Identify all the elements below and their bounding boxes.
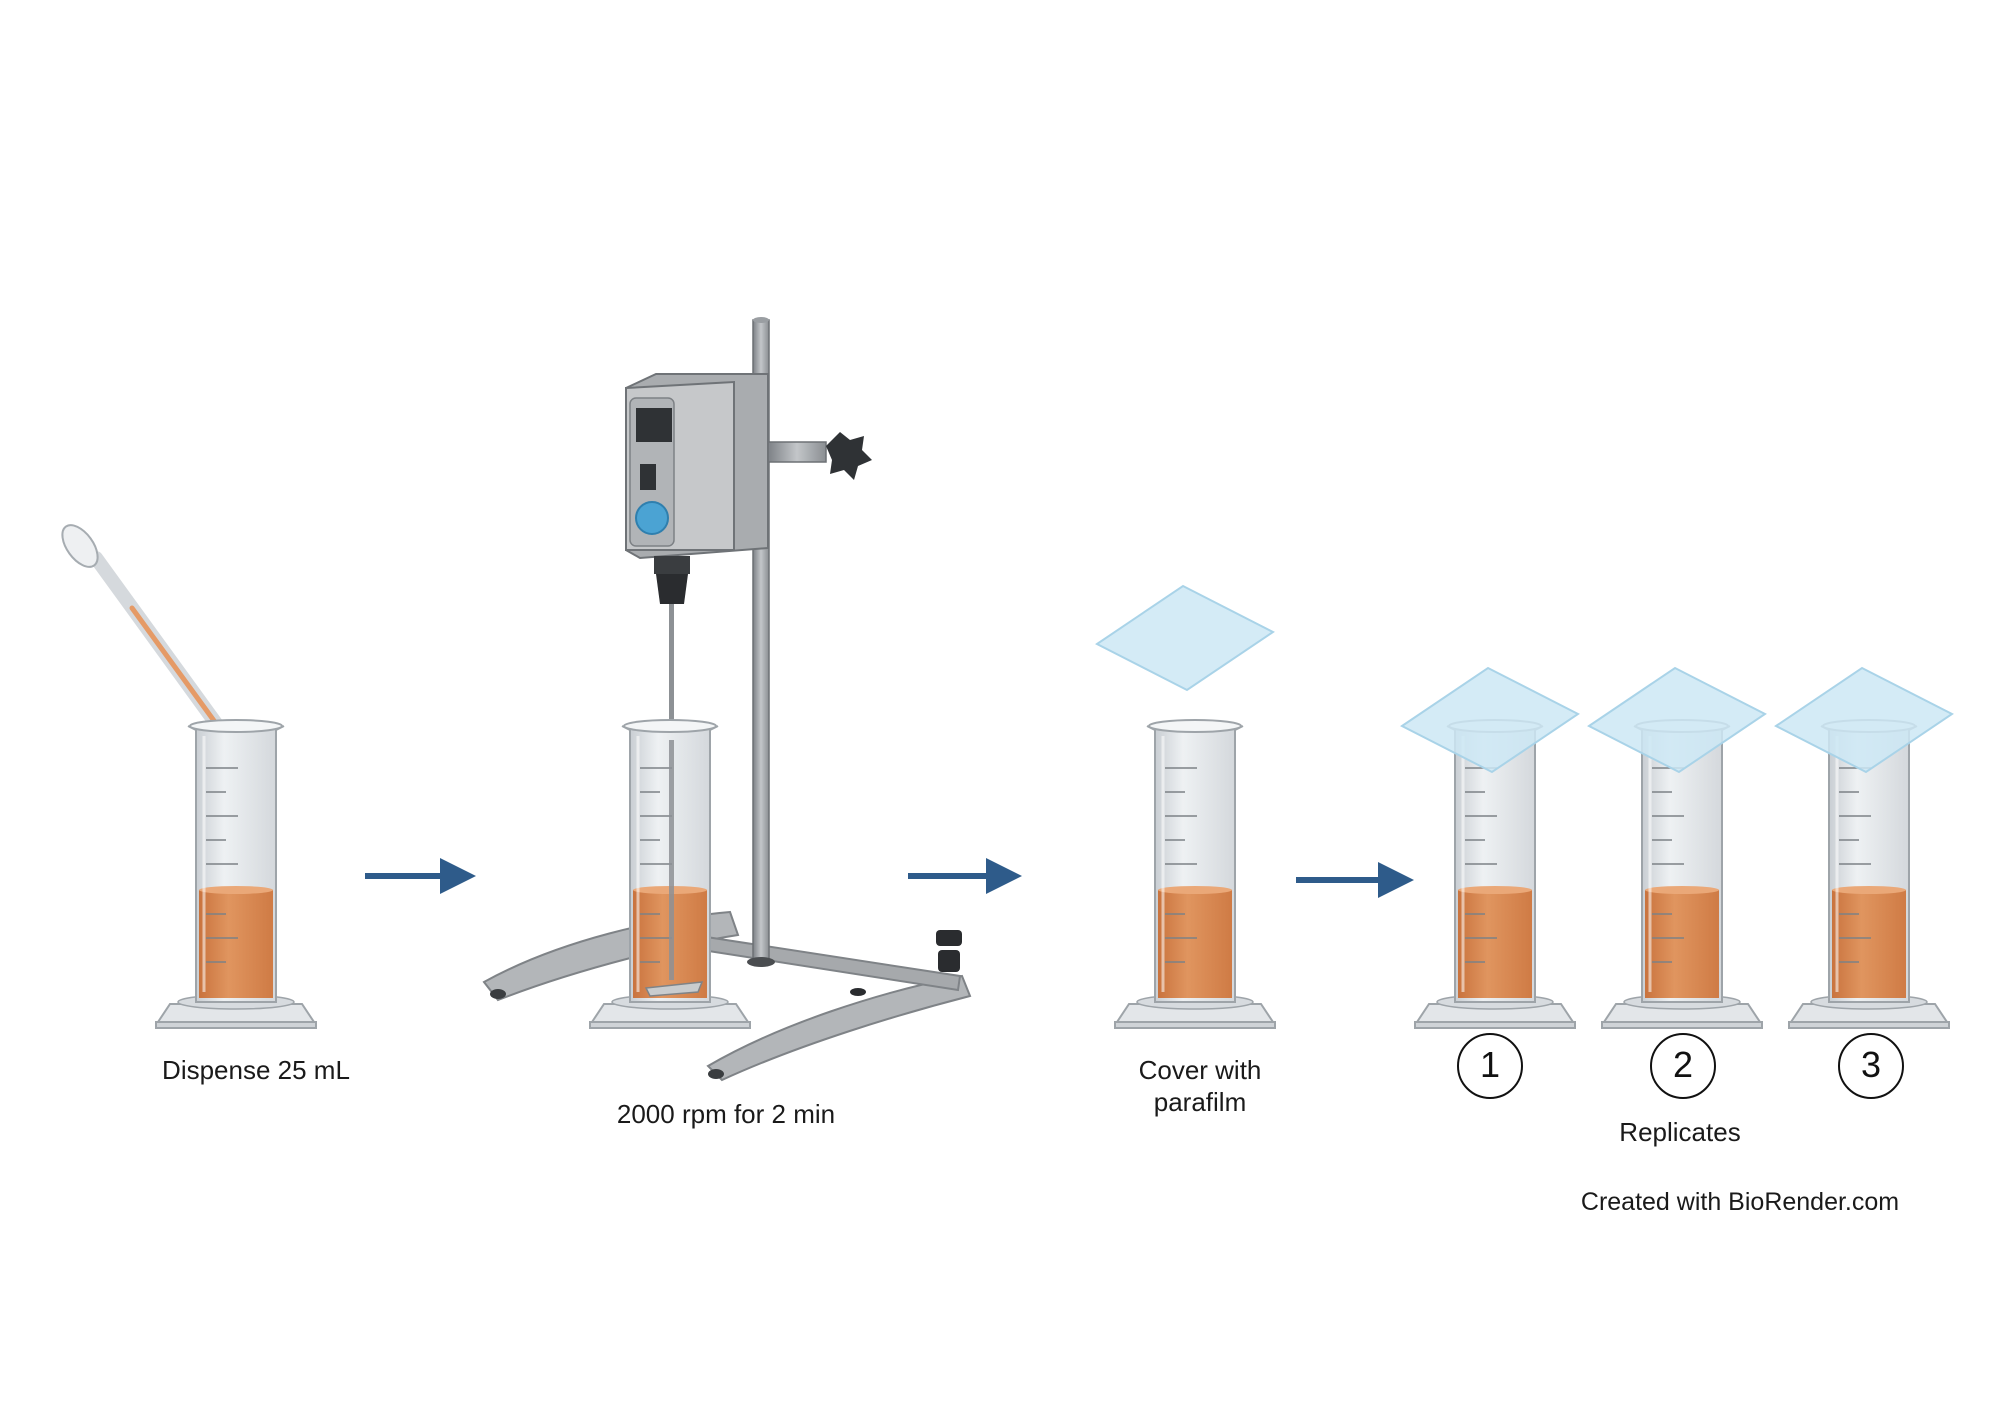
pipette-icon bbox=[61, 524, 235, 747]
step-cover-label-line2: parafilm bbox=[1153, 1087, 1247, 1117]
overhead-stirrer-icon bbox=[482, 317, 972, 1082]
replicate-number-1: 1 bbox=[1457, 1033, 1523, 1099]
parafilm-sheet-icon bbox=[1401, 667, 1579, 773]
credit-text: Created with BioRender.com bbox=[1580, 1188, 1900, 1216]
graduated-cylinder-icon bbox=[154, 718, 318, 1030]
step-dispense-label: Dispense 25 mL bbox=[162, 1055, 350, 1085]
parafilm-sheet-icon bbox=[1096, 585, 1274, 691]
parafilm-sheet-icon bbox=[1588, 667, 1766, 773]
parafilm-sheet-icon bbox=[1775, 667, 1953, 773]
graduated-cylinder-icon bbox=[1113, 718, 1277, 1030]
step-mix-label: 2000 rpm for 2 min bbox=[616, 1099, 836, 1129]
replicate-number-3: 3 bbox=[1838, 1033, 1904, 1099]
replicates-label: Replicates bbox=[1619, 1117, 1741, 1147]
step-cover-label-line1: Cover with bbox=[1138, 1055, 1262, 1085]
replicate-number-2: 2 bbox=[1650, 1033, 1716, 1099]
